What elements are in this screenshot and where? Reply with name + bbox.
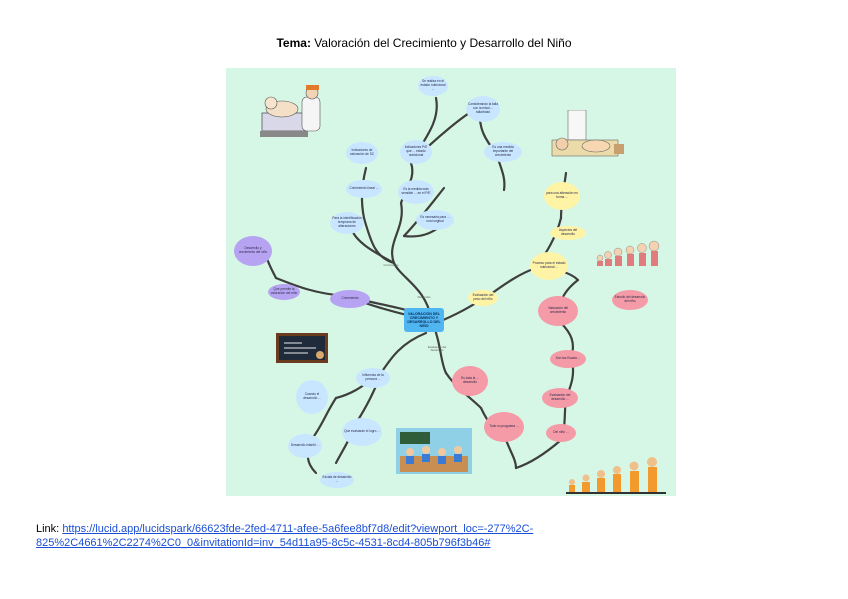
chalkboard-icon: [276, 333, 328, 363]
classroom-image: [396, 428, 472, 474]
row-of-babies-image: [594, 238, 668, 268]
map-node-11[interactable]: Aspectos del desarrollo: [550, 226, 586, 240]
map-node-12[interactable]: Proceso para el estado nutricional ...: [530, 252, 568, 280]
map-node-1[interactable]: Se realiza en el estado nutricional ...: [418, 76, 448, 96]
map-node-7[interactable]: Es una medida importante del crecimiento: [484, 142, 522, 162]
map-node-2[interactable]: Indicadores de valoración de SC: [346, 142, 378, 164]
map-node-14[interactable]: Desarrollo y crecimiento del niño: [234, 236, 272, 266]
map-node-26[interactable]: Todo su programa ...: [484, 412, 524, 442]
map-node-13[interactable]: Evaluación del peso del niño: [468, 290, 498, 306]
map-node-25[interactable]: Es toda la ... desarrollo: [452, 366, 488, 396]
map-node-20[interactable]: Estudio del desarrollo del niño: [612, 290, 648, 310]
children-icon: [566, 457, 666, 494]
doctor-icon: [551, 110, 624, 157]
map-node-16[interactable]: Crecimiento: [330, 290, 370, 308]
footer-url-line1[interactable]: https://lucid.app/lucidspark/66623fde-2f…: [62, 523, 534, 535]
growing-children-image: [564, 456, 670, 496]
map-node-32[interactable]: Escala de desarrollo ...: [320, 472, 354, 488]
chalkboard-image: [276, 333, 328, 363]
map-node-15[interactable]: Que permite la valoración del niño: [268, 284, 300, 300]
label-crecimiento: Crecimiento: [383, 263, 399, 267]
nurse-weighing-baby-image: [256, 83, 328, 141]
babies-icon: [596, 240, 660, 266]
footer-link-label: Link:: [36, 523, 60, 535]
map-node-27[interactable]: Son las Escala ...: [550, 350, 586, 368]
center-node[interactable]: VALORACIÓN DEL CRECIMIENTO Y DESARROLLO …: [404, 308, 444, 332]
map-node-19[interactable]: Valoración del crecimiento: [538, 296, 578, 326]
footer-link: Link: https://lucid.app/lucidspark/66623…: [36, 522, 533, 550]
doctor-examining-child-image: [544, 110, 626, 162]
classroom-icon: [396, 428, 472, 474]
map-node-9[interactable]: Es necesaria para ... una longitud: [416, 210, 454, 230]
map-node-5[interactable]: Crecimiento lineal ...: [346, 180, 382, 198]
mind-map-board[interactable]: VALORACIÓN DEL CRECIMIENTO Y DESARROLLO …: [226, 68, 676, 496]
map-node-28[interactable]: Evaluación del desarrollo ...: [542, 388, 578, 408]
map-node-22[interactable]: Que evaluarán el logro ...: [342, 418, 382, 446]
map-node-8[interactable]: Para la identificación temprana de alter…: [330, 212, 364, 234]
map-node-3[interactable]: Indicadores P/E que ... estado nutricion…: [400, 140, 432, 164]
label-desarrollo: Desarrollo: [417, 295, 431, 299]
title-text: Valoración del Crecimiento y Desarrollo …: [314, 36, 572, 50]
label-eval-desarrollo: Evaluación del Desarrollo: [427, 345, 447, 353]
footer-url-line2[interactable]: 825%2C4661%2C2274%2C0_0&invitationId=inv…: [36, 537, 491, 549]
nurse-icon: [260, 85, 321, 137]
map-node-4[interactable]: Considerando la talla con la edad ... ta…: [466, 96, 500, 122]
title-label: Tema:: [276, 36, 311, 50]
map-node-21[interactable]: Influencia de la persona ...: [356, 368, 390, 388]
center-node-text: VALORACIÓN DEL CRECIMIENTO Y DESARROLLO …: [407, 311, 441, 329]
map-node-24[interactable]: Cuando el desarrollo ...: [296, 380, 328, 414]
page-title: Tema: Valoración del Crecimiento y Desar…: [0, 36, 848, 50]
map-node-6[interactable]: Es la medida más sensible ... en el P/E: [398, 180, 434, 204]
map-node-10[interactable]: para una alteración en forma ...: [544, 182, 580, 210]
map-node-29[interactable]: Del niño ...: [546, 424, 576, 442]
map-node-23[interactable]: Desarrollo infantil ...: [288, 434, 322, 458]
